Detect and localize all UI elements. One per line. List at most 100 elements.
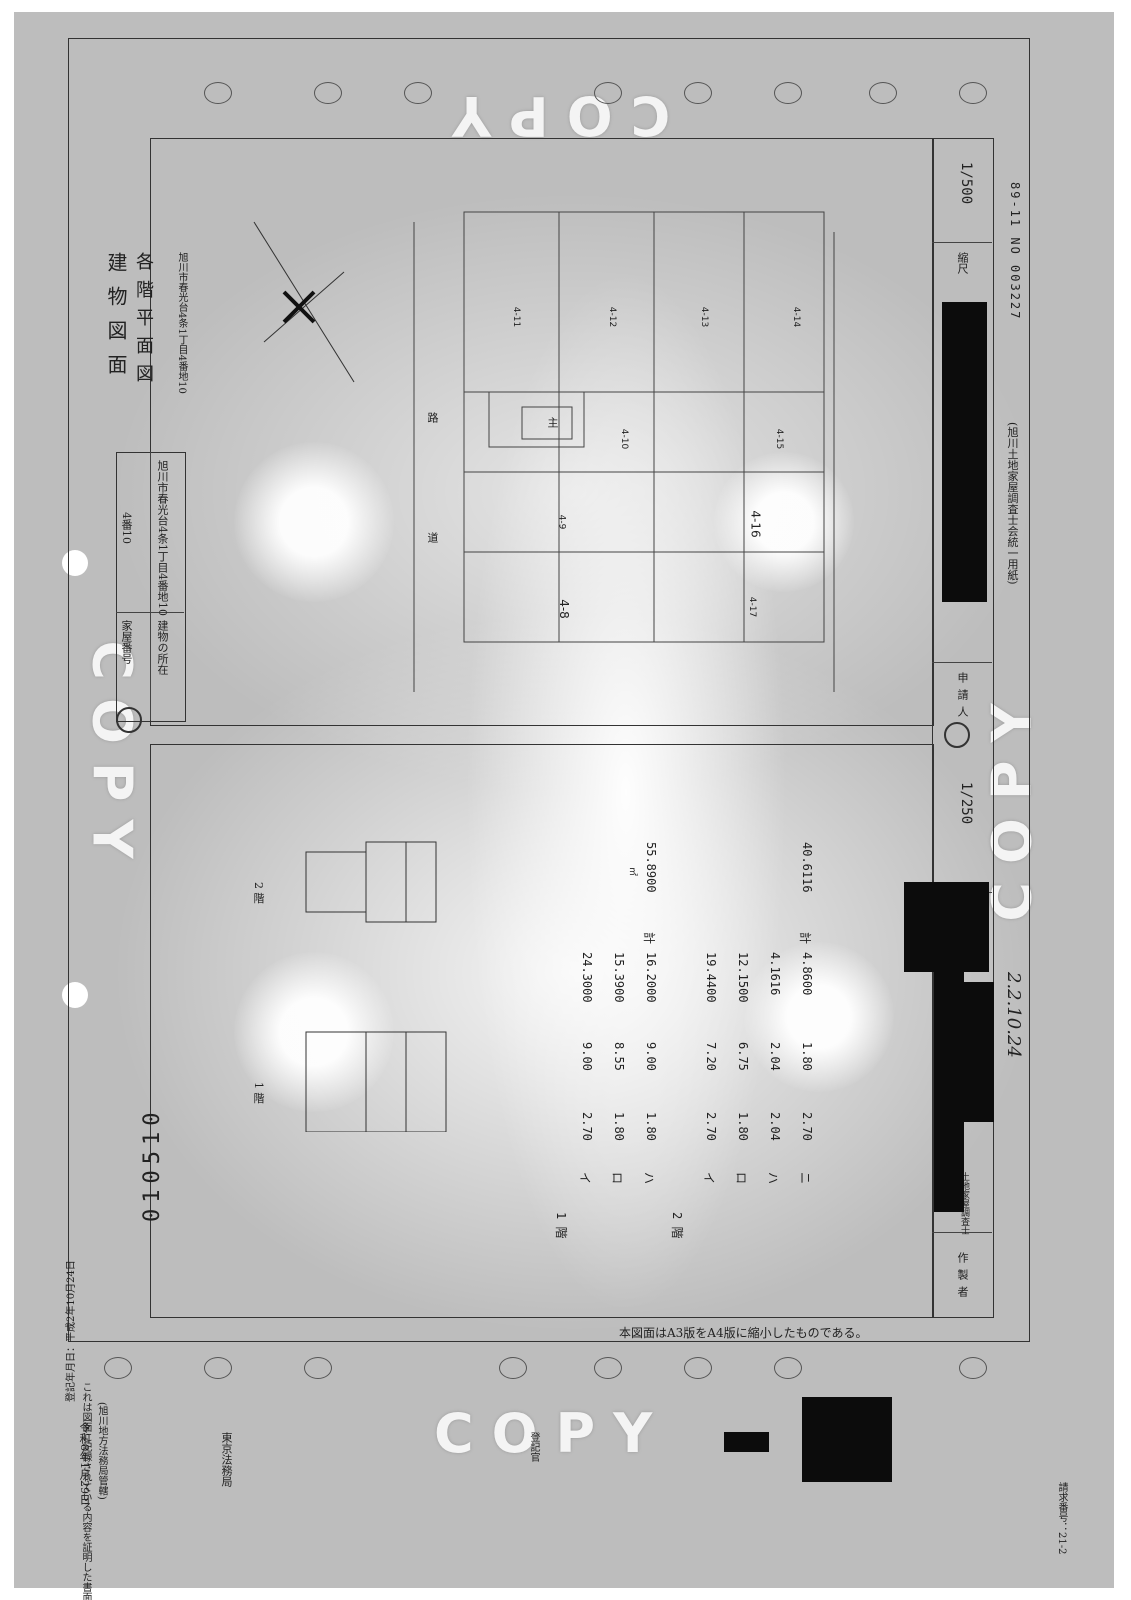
paper-note: (旭川土地家屋調査士会統一用紙): [1006, 422, 1019, 585]
outer-border: [68, 38, 1030, 1342]
floor1-total: 55.8900: [644, 842, 658, 893]
crest-watermark: [714, 452, 854, 592]
ring-mark: [594, 1357, 622, 1379]
info-table: [116, 452, 186, 722]
punch-hole-top: [62, 550, 88, 576]
ring-mark: [499, 1357, 527, 1379]
ring-mark: [404, 82, 432, 104]
lot-label: 4-17: [747, 596, 758, 618]
area-unit: ㎡: [627, 867, 637, 877]
floor-plan-frame: [150, 744, 934, 1318]
house-marker: 主: [546, 417, 559, 428]
document-number: 89-11 NO 003227: [1008, 182, 1022, 321]
ring-mark: [594, 82, 622, 104]
floor2-plan-label: 2 階: [252, 882, 265, 904]
calc-result: 19.4400: [704, 952, 718, 1003]
house-number-label: 家屋番号: [120, 620, 133, 664]
creation-date: 2.2.10.24: [1003, 972, 1024, 1058]
calc-mark: 24.3000: [580, 952, 594, 1003]
road-label-2: 路: [426, 412, 439, 423]
calc-value-a: 2.70: [800, 1112, 814, 1141]
copy-watermark-bottom: COPY: [434, 1402, 671, 1465]
house-number-value: 4番10: [120, 512, 133, 544]
reduction-note: 本図面はA3版をA4版に縮小したものである。: [619, 1326, 868, 1340]
ring-mark: [104, 1357, 132, 1379]
file-number: 010510: [140, 1106, 165, 1222]
floor1-calc-heading: 1 階: [554, 1212, 568, 1239]
calc-mark: イ: [702, 1172, 716, 1185]
certification-office: 東京法務局: [220, 1432, 233, 1487]
floor2-calc-heading: 2 階: [670, 1212, 684, 1239]
certification-officer: 登記官: [528, 1432, 539, 1462]
north-arrow-icon: [244, 212, 364, 392]
ring-mark: [684, 82, 712, 104]
lot-label: 4-10: [619, 428, 630, 450]
location-small: 旭川市春光台4条1丁目4番地10: [176, 252, 187, 394]
calc-result: 4.1616: [768, 952, 782, 996]
ring-mark: [774, 1357, 802, 1379]
lot-label: 4-13: [699, 306, 710, 328]
calc-result: 16.2000: [644, 952, 658, 1003]
calc-value-a: 1.80: [612, 1112, 626, 1141]
calc-mark: ハ: [766, 1172, 780, 1185]
crest-watermark: [744, 942, 894, 1092]
calc-value-b: 6.75: [736, 1042, 750, 1071]
scale-bottom: 1/250: [958, 782, 974, 825]
request-number: 請求番号：21-2: [1056, 1482, 1067, 1555]
crest-watermark: [234, 442, 394, 602]
crest-icon: [116, 707, 142, 733]
applicant-divider: [932, 662, 992, 663]
scale-label-top: 縮尺: [956, 252, 969, 274]
calc-value-a: 2.70: [580, 1112, 594, 1141]
ring-mark: [304, 1357, 332, 1379]
calc-row: 9.00: [580, 1042, 594, 1071]
lot-label: 4-12: [607, 306, 618, 328]
document-title: 建物図面: [104, 252, 128, 388]
site-plan: [394, 192, 844, 692]
ring-mark: [684, 1357, 712, 1379]
ring-mark: [869, 82, 897, 104]
certification-statement: これは図面に記録されている内容を証明した書面である。: [80, 1382, 91, 1600]
calc-mark: ロ: [734, 1172, 748, 1185]
registration-date: 登記年月日：平成2年10月24日: [66, 1260, 77, 1402]
redaction-block: [954, 982, 994, 1122]
location-label: 建物の所在: [156, 620, 169, 675]
certification-date: 令和8年1月29日: [78, 1422, 91, 1505]
document-subtitle: 各階平面図: [133, 252, 154, 392]
calc-value-b: 2.04: [768, 1042, 782, 1071]
calc-result: 12.1500: [736, 952, 750, 1003]
ring-mark: [959, 82, 987, 104]
ring-mark: [204, 1357, 232, 1379]
calc-result: 4.8600: [800, 952, 814, 996]
location-value: 旭川市春光台4条1丁目4番地10: [156, 460, 169, 616]
creator-label: 作製者: [956, 1252, 969, 1303]
calc-value-b: 8.55: [612, 1042, 626, 1071]
road-label: 道: [426, 532, 439, 543]
calc-value-b: 1.80: [800, 1042, 814, 1071]
calc-value-a: 1.80: [736, 1112, 750, 1141]
calc-mark: ニ: [798, 1172, 812, 1185]
calc-mark: イ: [578, 1172, 592, 1185]
calc-total-label: 計: [642, 932, 656, 945]
calc-value-a: 2.70: [704, 1112, 718, 1141]
floor2-plan: [304, 832, 454, 932]
ring-mark: [314, 82, 342, 104]
calc-total-label: 計: [798, 932, 812, 945]
surveyor-label: 土地家屋調査士: [959, 1172, 969, 1235]
lot-label: 4-11: [511, 306, 522, 328]
calc-mark: ロ: [610, 1172, 624, 1185]
calc-value-a: 1.80: [644, 1112, 658, 1141]
lot-label: 4-15: [774, 428, 785, 450]
punch-hole-bottom: [62, 982, 88, 1008]
calc-result: 15.3900: [612, 952, 626, 1003]
calc-value-b: 9.00: [644, 1042, 658, 1071]
crest-icon: [944, 722, 970, 748]
lot-label: 4-9: [556, 514, 567, 530]
document-sheet: COPY COPY COPY COPY: [14, 12, 1114, 1600]
certification-issuer: (旭川地方法務局管轄): [96, 1402, 107, 1500]
scale-divider: [932, 242, 992, 243]
creator-divider: [932, 1232, 992, 1233]
lot-label: 4-8: [556, 599, 571, 619]
floor2-total: 40.6116: [800, 842, 814, 893]
calc-row: 2.70: [580, 1112, 594, 1141]
